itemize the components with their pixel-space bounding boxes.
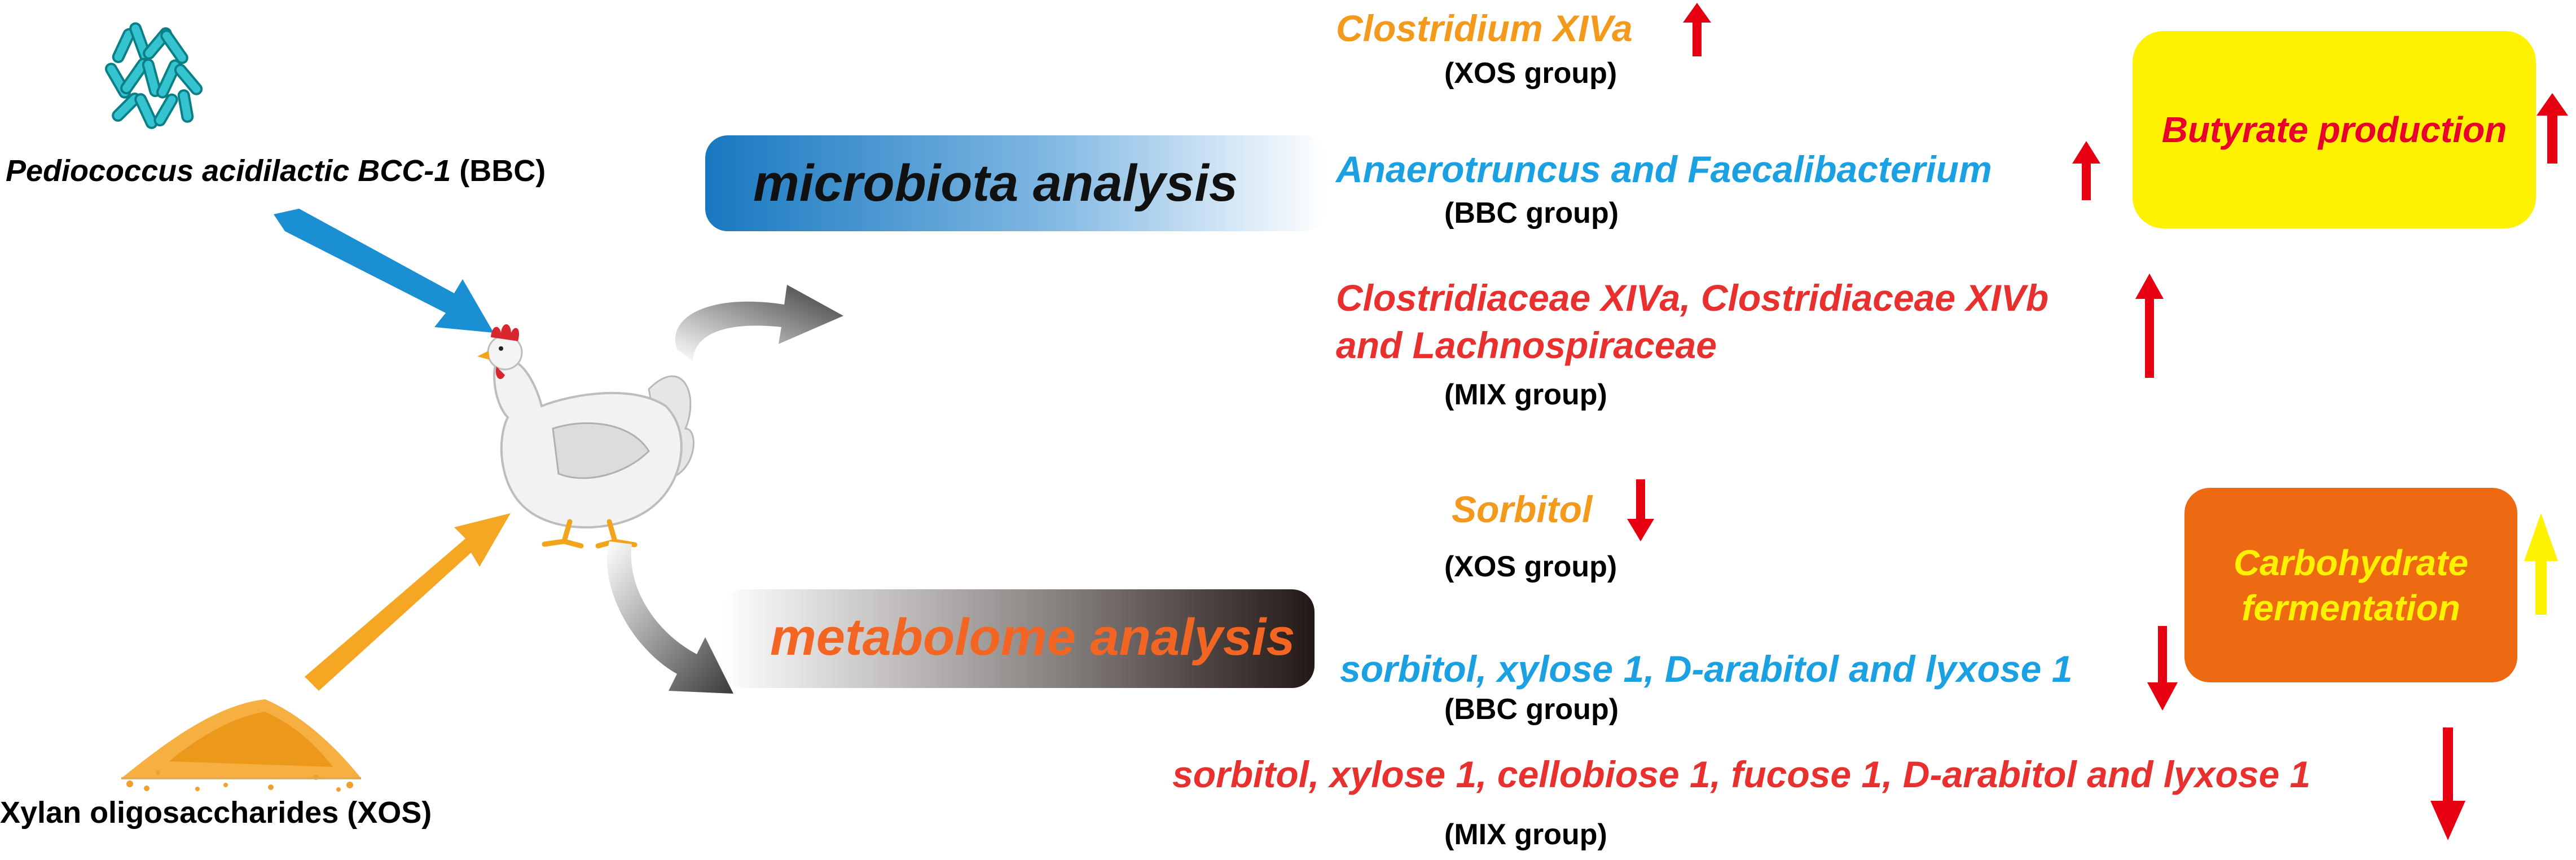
microbiota-mix-group: (MIX group) xyxy=(1444,378,1607,411)
metabolome-bbc-metabolites: sorbitol, xylose 1, D-arabitol and lyxos… xyxy=(1340,648,2073,690)
microbiota-pill-bg xyxy=(705,135,1326,231)
microbiota-xos-group: (XOS group) xyxy=(1444,57,1617,90)
bacteria-icon xyxy=(105,22,203,129)
microbiota-curved-arrow xyxy=(675,285,843,361)
up-arrow-bbc xyxy=(2072,141,2100,200)
down-arrow-xos xyxy=(1627,479,1654,541)
carbohydrate-up-arrow xyxy=(2524,513,2558,615)
carbohydrate-label-line1: Carbohydrate xyxy=(2233,542,2469,583)
metabolome-mix-metabolites: sorbitol, xylose 1, cellobiose 1, fucose… xyxy=(1172,753,2311,795)
xos-input-label: Xylan oligosaccharides (XOS) xyxy=(0,796,432,830)
bbc-input-label: Pediococcus acidilactic BCC-1 (BBC) xyxy=(6,153,546,188)
microbiota-xos-taxa: Clostridium XIVa xyxy=(1336,7,1633,49)
metabolome-bbc-group: (BBC group) xyxy=(1444,693,1619,726)
metabolome-xos-metabolites: Sorbitol xyxy=(1452,488,1593,530)
xos-input-arrow xyxy=(305,513,511,691)
bbc-species-name: Pediococcus acidilactic BCC-1 xyxy=(6,154,451,188)
microbiota-bbc-group: (BBC group) xyxy=(1444,197,1619,230)
up-arrow-xos xyxy=(1683,3,1711,56)
xos-powder-icon xyxy=(121,699,361,792)
metabolome-curved-arrow xyxy=(607,541,733,694)
microbiota-analysis-label: microbiota analysis xyxy=(753,155,1238,212)
carbohydrate-label-line2: fermentation xyxy=(2241,587,2460,628)
microbiota-mix-taxa-line2: and Lachnospiraceae xyxy=(1336,324,1717,366)
up-arrow-mix xyxy=(2135,274,2164,378)
down-arrow-bbc xyxy=(2147,626,2178,711)
butyrate-production-box: Butyrate production xyxy=(2133,31,2536,228)
metabolome-analysis-label: metabolome analysis xyxy=(770,608,1295,666)
butyrate-up-arrow xyxy=(2537,93,2568,164)
chicken-icon xyxy=(477,324,694,549)
bbc-input-arrow xyxy=(274,209,494,333)
bbc-abbrev: (BBC) xyxy=(451,154,546,188)
metabolome-pill-bg xyxy=(722,589,1315,688)
microbiota-mix-taxa-line1: Clostridiaceae XIVa, Clostridiaceae XIVb xyxy=(1336,277,2049,319)
carbohydrate-fermentation-box: Carbohydrate fermentation xyxy=(2184,488,2517,682)
butyrate-production-label: Butyrate production xyxy=(2161,109,2507,150)
microbiota-bbc-taxa: Anaerotruncus and Faecalibacterium xyxy=(1336,148,1992,190)
metabolome-xos-group: (XOS group) xyxy=(1444,550,1617,583)
metabolome-mix-group: (MIX group) xyxy=(1444,818,1607,851)
down-arrow-mix xyxy=(2430,727,2465,840)
